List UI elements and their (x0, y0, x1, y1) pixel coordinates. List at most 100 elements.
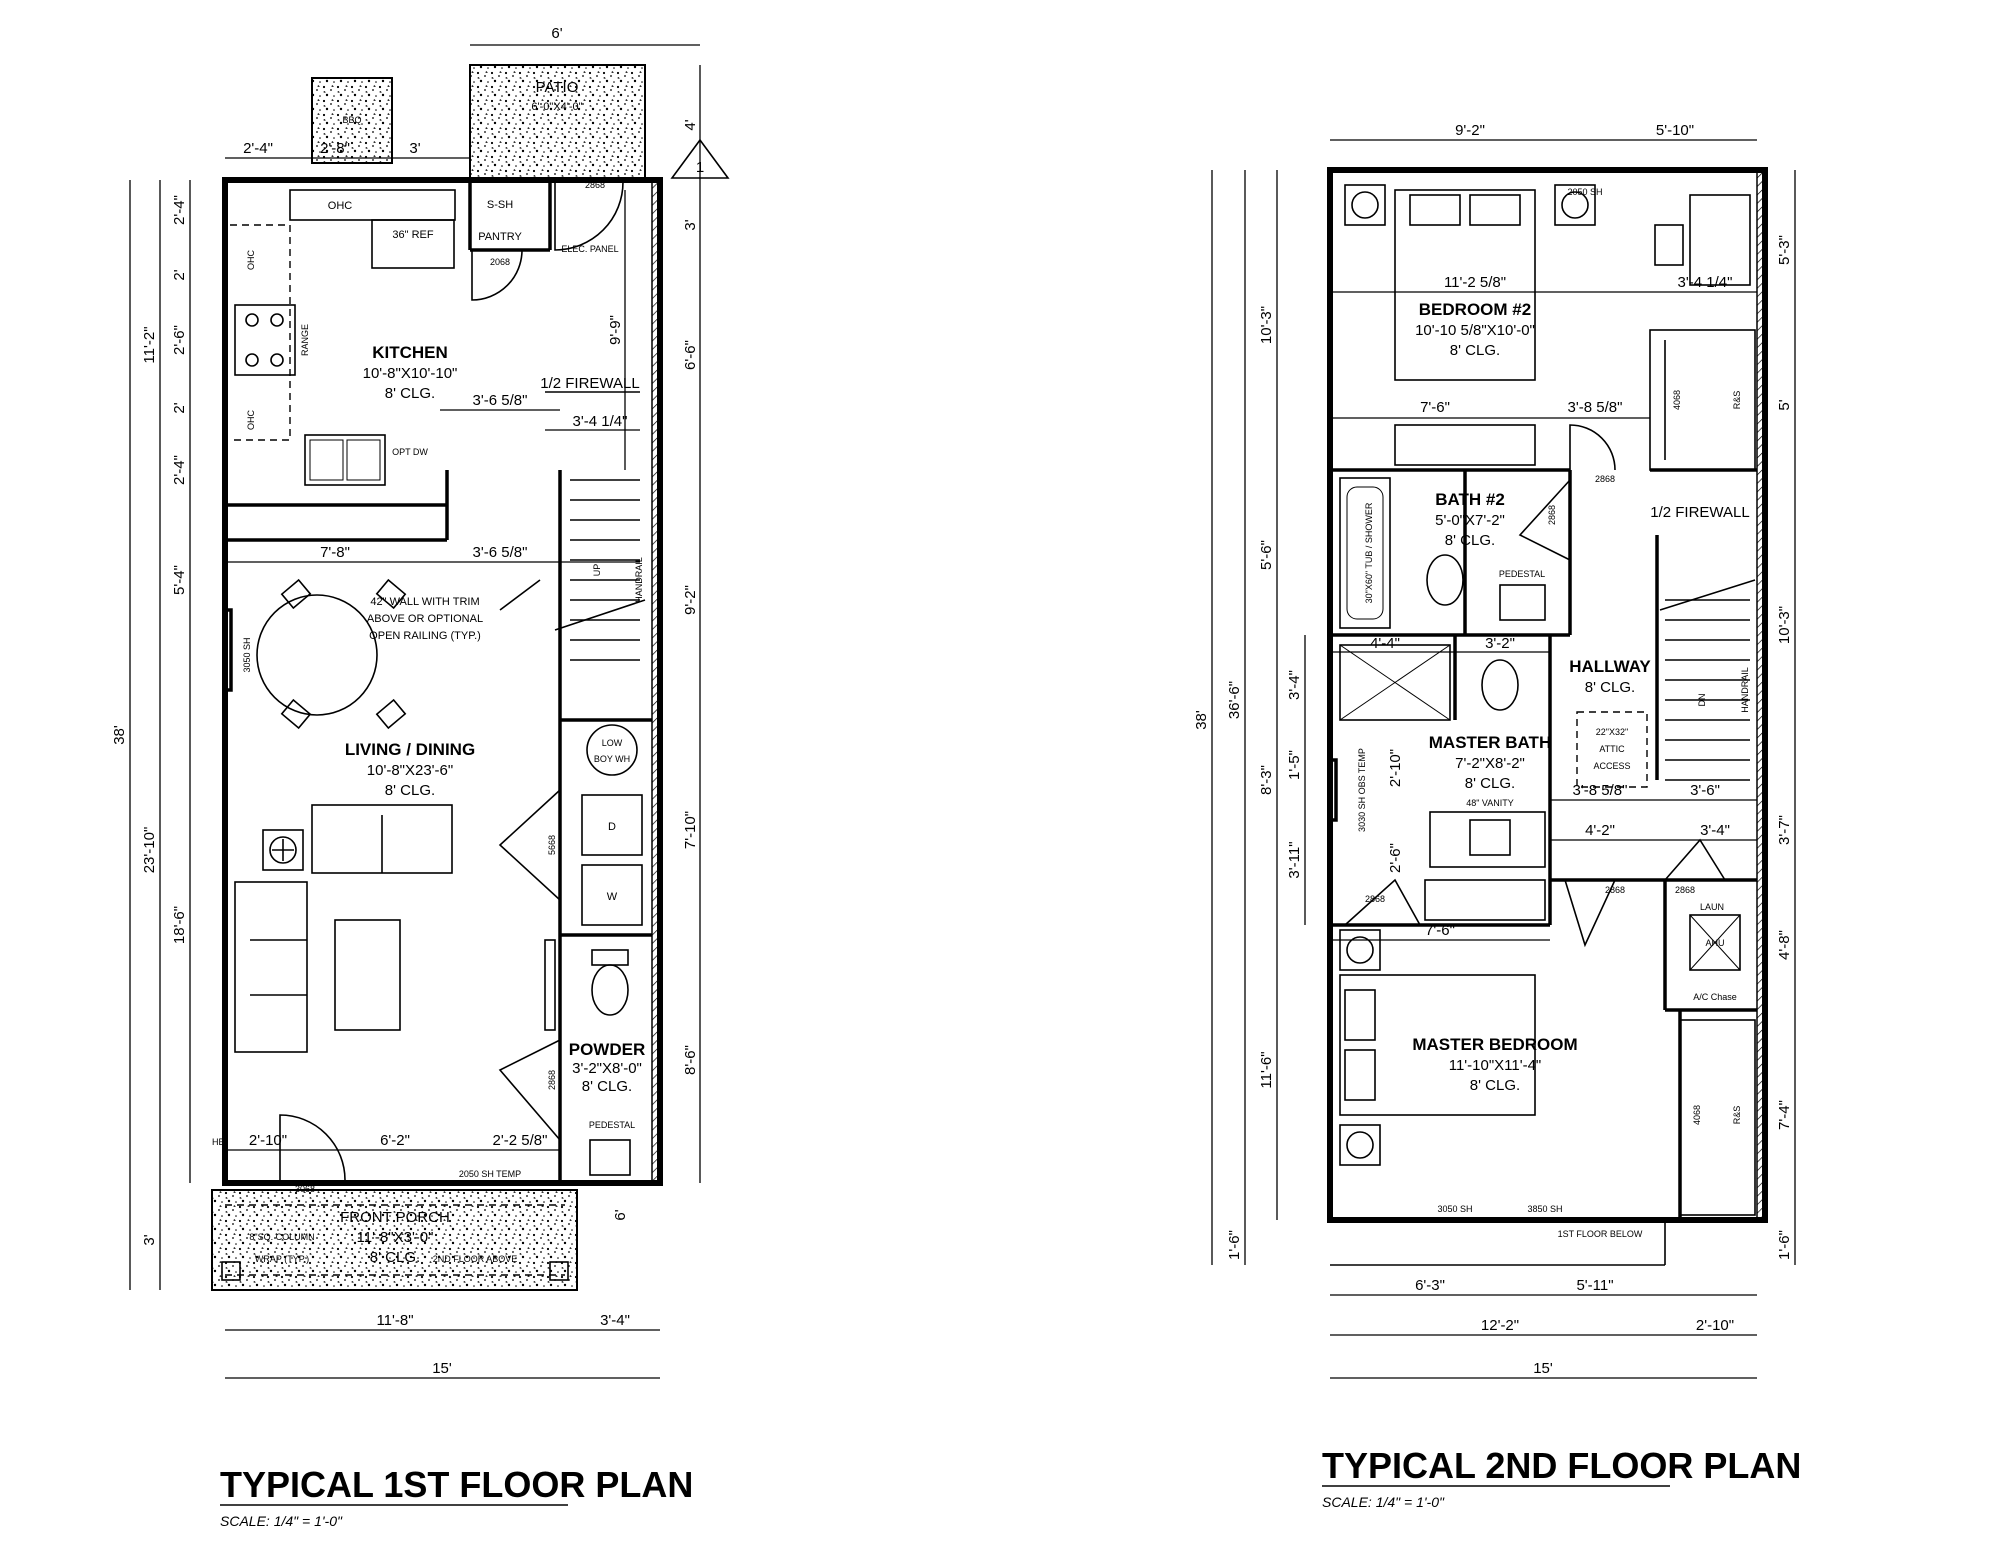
stair-break-line (554, 599, 646, 631)
window-3050-label: 3050 SH (242, 637, 252, 672)
bbq-label: BBQ (342, 115, 361, 125)
dim-7-4-right: 7'-4" (1776, 1100, 1793, 1130)
kitchen-clg: 8' CLG. (385, 385, 435, 402)
hall-clg: 8' CLG. (1585, 679, 1635, 696)
dim-3-6-a: 3'-6 5/8" (473, 392, 528, 409)
window-3050-mbed: 3050 SH (1437, 1204, 1472, 1214)
bath2-label: BATH #2 (1435, 490, 1505, 509)
laundry-door-label: 5668 (547, 835, 557, 855)
pedestal-label: PEDESTAL (589, 1120, 635, 1130)
dim-2-left-a: 2' (171, 269, 188, 280)
coffee-table (334, 919, 401, 1031)
powder-door-label: 2868 (547, 1070, 557, 1090)
bed-2 (1394, 189, 1536, 381)
master-bed (1339, 974, 1536, 1116)
firewall-label-2: 1/2 FIREWALL (1650, 504, 1749, 521)
water-heater-label-1: LOW (602, 738, 623, 748)
dim-8-6-right: 8'-6" (682, 1045, 699, 1075)
elec-panel-label: ELEC. PANEL (561, 244, 618, 254)
dim-4-8-right: 4'-8" (1776, 930, 1793, 960)
water-heater (586, 724, 638, 776)
overhead-cabinets (289, 189, 456, 221)
front-door-swing (279, 1114, 346, 1181)
window-2050-bed2: 2050 SH (1567, 187, 1602, 197)
second-floor-scale: SCALE: 1/4" = 1'-0" (1322, 1494, 1445, 1510)
dim-6-2: 6'-2" (380, 1132, 410, 1149)
dim-9-9: 9'-9" (607, 315, 624, 345)
dim-4-4-mbath: 4'-4" (1370, 635, 1400, 652)
dim-6-3-bottom: 6'-3" (1415, 1277, 1445, 1294)
mbed-diffuser-2 (1339, 1124, 1381, 1166)
dim-top-6: 6' (551, 25, 562, 42)
dim-3-4-hall: 3'-4" (1700, 822, 1730, 839)
desk-chair (1654, 224, 1684, 266)
mbath-clg: 8' CLG. (1465, 775, 1515, 792)
powder-sink (589, 1139, 631, 1176)
front-porch-slab (211, 1189, 578, 1291)
bed2-closet (1649, 329, 1756, 471)
dim-23-10-left: 23'-10" (141, 827, 158, 874)
firewall-label: 1/2 FIREWALL (540, 375, 639, 392)
kitchen-sink (304, 434, 386, 486)
mbed-diffuser (1339, 929, 1381, 971)
tub-shower (1339, 477, 1391, 629)
dim-15-bottom-2: 15' (1533, 1360, 1553, 1377)
mbed-label: MASTER BEDROOM (1412, 1035, 1577, 1054)
dim-3-6-b: 3'-6 5/8" (473, 544, 528, 561)
dim-5-6-left: 5'-6" (1258, 540, 1275, 570)
porch-label: FRONT PORCH (340, 1209, 450, 1226)
stair-break-line-2 (1659, 579, 1756, 611)
dim-7-6-mbath: 7'-6" (1425, 922, 1455, 939)
washer-label: W (607, 891, 618, 903)
dim-2-left-b: 2' (171, 402, 188, 413)
bath2-door-swing (1518, 479, 1571, 561)
dim-1-6-right: 1'-6" (1776, 1230, 1793, 1260)
pantry-door-label: 2068 (490, 257, 510, 267)
dim-3-4: 3'-4 1/4" (573, 413, 628, 430)
washer (581, 864, 643, 926)
first-floor-outline (222, 177, 663, 1186)
attic-label-3: ACCESS (1593, 761, 1630, 771)
patio-label: PATIO (536, 79, 579, 96)
column-note: 8"SQ. COLUMN (249, 1232, 314, 1242)
first-floor-title: TYPICAL 1ST FLOOR PLAN (220, 1464, 693, 1505)
second-floor-plan: 1ST FLOOR BELOW 2050 SH BEDROOM #2 10'-1… (1193, 122, 1796, 1379)
living-clg: 8' CLG. (385, 782, 435, 799)
stair-handrail-label: HANDRAIL (634, 557, 644, 603)
stair-dn-label: DN (1697, 694, 1707, 707)
dim-5-11-bottom: 5'-11" (1576, 1277, 1613, 1294)
dim-5-3-right: 5'-3" (1776, 235, 1793, 265)
dim-3-left: 3' (141, 1234, 158, 1245)
wall-note-2: ABOVE OR OPTIONAL (367, 613, 483, 625)
dim-2-8-top: 2'-8" (320, 140, 350, 157)
dim-3-4-left: 3'-4" (1286, 670, 1303, 700)
vanity (1429, 811, 1546, 868)
dim-7-8: 7'-8" (320, 544, 350, 561)
bed2-label: BEDROOM #2 (1419, 300, 1531, 319)
dim-5-4-left: 5'-4" (171, 565, 188, 595)
patio-door-swing (554, 181, 624, 251)
dim-4-right: 4' (682, 119, 699, 130)
dim-7-10-right: 7'-10" (682, 811, 699, 849)
bed2-diffuser-2 (1554, 184, 1596, 226)
window-2050-label: 2050 SH TEMP (459, 1169, 521, 1179)
laundry-door-swing (498, 789, 561, 901)
dim-5-10-top: 5'-10" (1656, 122, 1694, 139)
range (234, 304, 296, 376)
sheet-titles: TYPICAL 1ST FLOOR PLAN SCALE: 1/4" = 1'-… (220, 1445, 1801, 1529)
powder-label: POWDER (569, 1040, 646, 1059)
laundry-door-label-2: 2868 (1675, 885, 1695, 895)
mbed-closet (1679, 1019, 1756, 1216)
bed2-diffuser (1344, 184, 1386, 226)
dim-3-top: 3' (409, 140, 420, 157)
living-size: 10'-8"X23'-6" (367, 762, 453, 779)
powder-toilet (591, 964, 629, 1016)
porch-clg: 8' CLG. (370, 1249, 420, 1266)
s-sh-label: S-SH (487, 199, 513, 211)
ohc-vertical-label-2: OHC (246, 410, 256, 431)
mbed-door-label: 2868 (1605, 885, 1625, 895)
tub-label: 30"X60" TUB / SHOWER (1364, 502, 1374, 603)
bbq-pad (311, 77, 393, 164)
mbed-clg: 8' CLG. (1470, 1077, 1520, 1094)
